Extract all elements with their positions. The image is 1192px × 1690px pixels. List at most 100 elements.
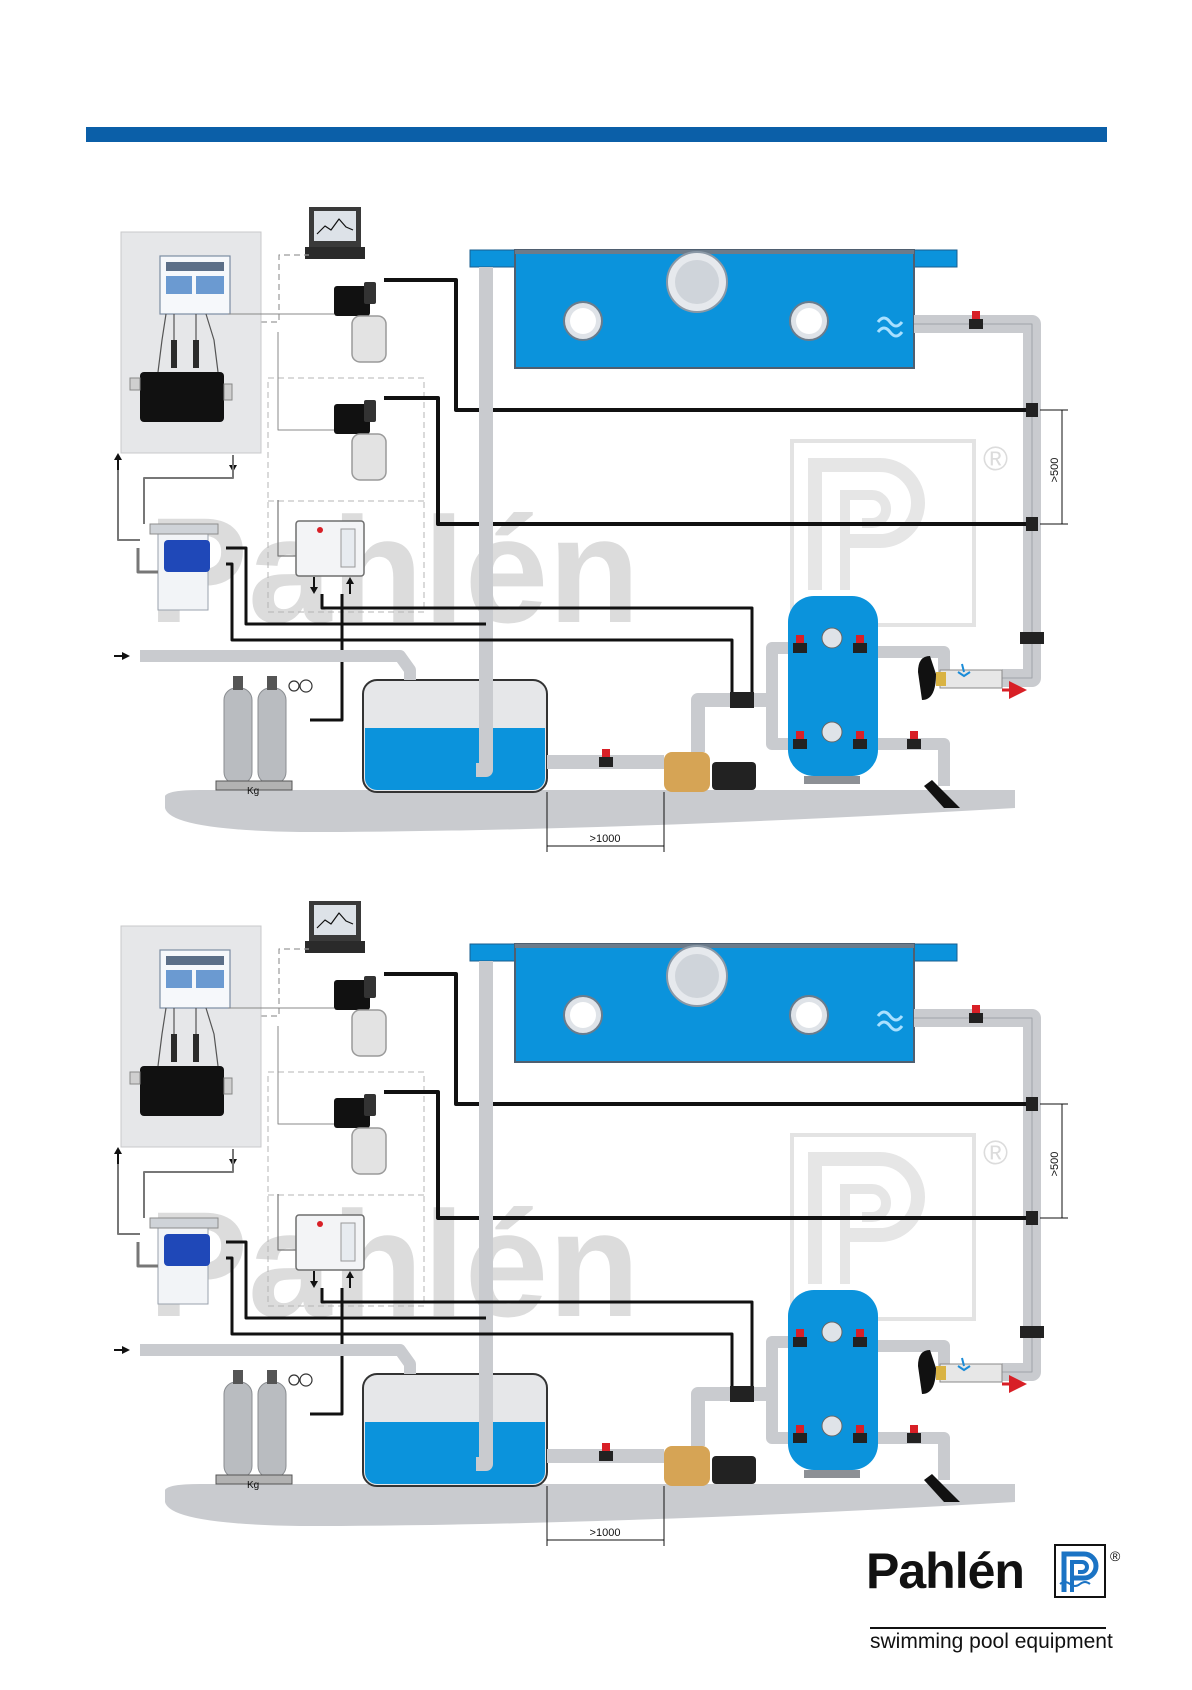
filter-head xyxy=(164,1234,210,1266)
return-valve-body xyxy=(969,1013,983,1023)
filter-head xyxy=(164,540,210,572)
panel-arrow-up-head xyxy=(114,1147,122,1154)
floor xyxy=(165,1484,1015,1526)
co2-cylinder-1-valve xyxy=(233,1370,243,1384)
water-tank-water xyxy=(365,1422,545,1484)
suction-valve-handle xyxy=(602,749,610,757)
header-band xyxy=(86,127,1107,142)
electrode-1 xyxy=(171,340,177,368)
filter-valve-2-handle xyxy=(856,1329,864,1337)
heat-exchanger xyxy=(940,1364,1002,1382)
diagram-2: Pahlén®Kg>500>1000 xyxy=(114,901,1068,1546)
dimension-horizontal-label: >1000 xyxy=(590,833,621,845)
signal-pump-2 xyxy=(278,332,334,430)
co2-cylinder-2 xyxy=(258,676,286,784)
brand-name: Pahlén xyxy=(866,1542,1024,1600)
filter-valve-4-handle xyxy=(856,1425,864,1433)
drain-valve-body xyxy=(907,1433,921,1443)
dosing-pump-2 xyxy=(334,400,386,480)
water-tank-water xyxy=(365,728,545,790)
co2-cylinder-1-shell xyxy=(224,1382,252,1478)
pool-lamp-right-lens xyxy=(796,308,822,334)
sensor-inlet xyxy=(130,378,140,390)
return-valve-handle xyxy=(972,1005,980,1013)
dosing-pump-1 xyxy=(334,976,386,1056)
filter-gauge-top xyxy=(822,628,842,648)
filter-valve-3-body xyxy=(793,739,807,749)
electrode-1 xyxy=(171,1034,177,1062)
scale-label: Kg xyxy=(247,1480,259,1491)
pool-lamp-right-lens xyxy=(796,1002,822,1028)
signal-pump-2 xyxy=(278,1026,334,1124)
electrode-2 xyxy=(193,340,199,368)
co2-cylinder-2-shell xyxy=(258,1382,286,1478)
pool-lamp-left-lens xyxy=(570,308,596,334)
filter-gauge-top xyxy=(822,1322,842,1342)
floor xyxy=(165,790,1015,832)
filter-valve-1-handle xyxy=(796,635,804,643)
brand-tagline: swimming pool equipment xyxy=(870,1630,1113,1654)
suction-valve-body xyxy=(599,1451,613,1461)
dosing-pump-2-tank xyxy=(352,1128,386,1174)
dosing-pump-1 xyxy=(334,282,386,362)
drain-valve-handle xyxy=(910,1425,918,1433)
dosing-pump-2-tank xyxy=(352,434,386,480)
filter-valve-2-body xyxy=(853,1337,867,1347)
brand-registered: ® xyxy=(1110,1548,1120,1564)
return-union xyxy=(1020,1326,1044,1338)
suction-valve xyxy=(599,1443,613,1461)
sensor-outlet xyxy=(224,384,232,400)
co2-cylinder-2-valve xyxy=(267,1370,277,1384)
co2-cylinder-2-valve xyxy=(267,676,277,690)
circulation-pump xyxy=(664,752,710,792)
pressure-gauge-1 xyxy=(300,680,312,692)
return-valve-body xyxy=(969,319,983,329)
panel-arrow-up-head xyxy=(114,453,122,460)
dosing-pump-1-head xyxy=(364,976,376,998)
controller-panel-right xyxy=(196,276,224,294)
co2-regulator-led xyxy=(317,1221,323,1227)
brand-rule xyxy=(870,1627,1106,1629)
filter-valve-4-body xyxy=(853,1433,867,1443)
co2-cylinder-2 xyxy=(258,1370,286,1478)
watermark-text: Pahlén xyxy=(148,486,640,654)
filter-manifold xyxy=(150,524,218,534)
pressure-gauge-2 xyxy=(289,681,299,691)
pool-main-drain-inner xyxy=(675,260,719,304)
watermark-registered: ® xyxy=(983,440,1008,478)
controller-panel-right xyxy=(196,970,224,988)
sensor-outlet xyxy=(224,1078,232,1094)
sample-tube-in xyxy=(118,1164,140,1234)
sand-filter-base xyxy=(804,776,860,784)
filter-valve-4-body xyxy=(853,739,867,749)
watermark-text: Pahlén xyxy=(148,1180,640,1348)
filter-valve-1-body xyxy=(793,643,807,653)
monitor-screen xyxy=(314,211,356,241)
flow-switch-collar xyxy=(936,672,946,686)
sample-tube-in xyxy=(118,470,140,540)
filter-gauge-bottom xyxy=(822,1416,842,1436)
monitor-keyboard xyxy=(305,941,365,953)
filter-manifold xyxy=(150,1218,218,1228)
pressure-gauge-1 xyxy=(300,1374,312,1386)
controller-display xyxy=(166,956,224,965)
filter-drain-pipe xyxy=(878,1438,944,1480)
filter-valve-2-body xyxy=(853,643,867,653)
co2-cylinder-1-shell xyxy=(224,688,252,784)
electrode-2 xyxy=(193,1034,199,1062)
return-valve-handle xyxy=(972,311,980,319)
diagram-1: Pahlén®Kg>500>1000 xyxy=(114,207,1068,852)
return-valve xyxy=(969,1005,983,1023)
controller-panel-left xyxy=(166,276,192,294)
filter-drain-pipe xyxy=(878,744,944,786)
pump-motor xyxy=(712,762,756,790)
co2-cylinder-2-shell xyxy=(258,688,286,784)
brand-logo: Pahlén ® swimming pool equipment xyxy=(866,1542,1128,1652)
controller-display xyxy=(166,262,224,271)
pressure-gauge-2 xyxy=(289,1375,299,1385)
filter-gauge-bottom xyxy=(822,722,842,742)
circulation-pump xyxy=(664,1446,710,1486)
drain-valve-handle xyxy=(910,731,918,739)
